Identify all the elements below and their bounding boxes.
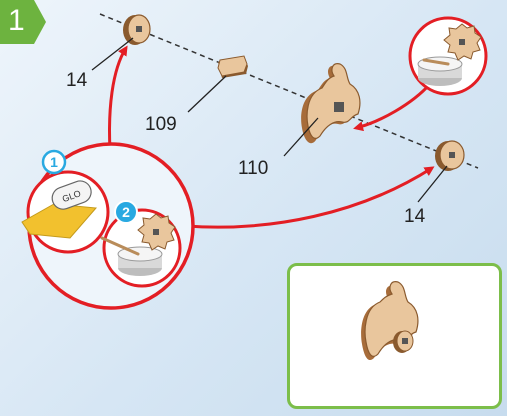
result-assembled-part <box>361 281 419 361</box>
glue-tube-icon: GLO <box>21 180 98 239</box>
label-part-14-top: 14 <box>66 70 88 91</box>
part-110-main <box>301 63 361 144</box>
leader-109 <box>187 75 227 113</box>
part-109-spacer <box>217 55 248 78</box>
leader-14-top <box>91 37 134 71</box>
step-badge-1: 1 <box>41 149 67 175</box>
step-tab <box>0 0 46 44</box>
arrow-to-right-disc <box>185 166 435 229</box>
glue-apply-callout <box>408 16 488 96</box>
badge-1-label: 1 <box>50 154 58 170</box>
part-14-top-disc <box>123 14 151 45</box>
badge-2-label: 2 <box>122 204 130 220</box>
leader-110 <box>283 117 319 157</box>
arrow-glue-to-part <box>353 82 432 132</box>
step-badge-2: 2 <box>114 200 138 224</box>
step-number: 1 <box>8 4 25 37</box>
leader-14-right <box>417 165 448 203</box>
label-part-110: 110 <box>238 158 269 179</box>
glue-pot-icon <box>117 246 163 276</box>
gear-part-icon <box>137 213 176 251</box>
arrow-to-top-disc <box>108 45 128 151</box>
glue-callout-circle: GLO 1 2 <box>21 142 195 310</box>
label-part-14-right: 14 <box>404 206 426 227</box>
label-part-109: 109 <box>145 114 177 135</box>
part-14-right-disc <box>435 140 465 171</box>
